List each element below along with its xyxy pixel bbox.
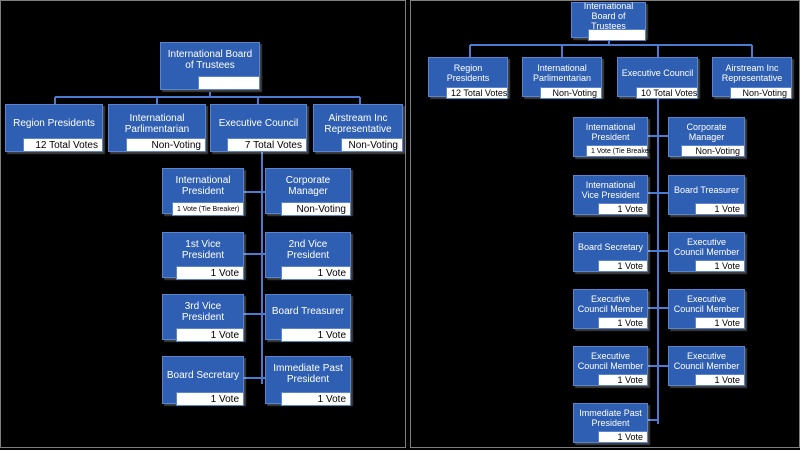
- org-node-board-of-trustees: International Board of Trustees: [160, 42, 260, 90]
- node-vote-label: 1 Vote: [598, 203, 648, 215]
- node-title: Board Treasurer: [271, 306, 345, 318]
- node-vote-label: Non-Voting: [126, 138, 206, 152]
- org-node-executive-council: Executive Council 7 Total Votes: [210, 104, 307, 152]
- node-vote-label: 1 Vote: [695, 374, 745, 386]
- node-title: International Parlimentarian: [532, 62, 592, 83]
- node-vote-label: 1 Vote: [281, 328, 351, 342]
- node-vote-label: 1 Vote: [176, 328, 244, 342]
- org-node-corporate-manager: Corporate Manager Non-Voting: [265, 168, 351, 216]
- org-node-immediate-past-president: Immediate Past President 1 Vote: [265, 356, 351, 406]
- org-node-3rd-vice-president: 3rd Vice President 1 Vote: [162, 294, 244, 342]
- node-vote-label: 1 Vote: [281, 266, 351, 280]
- node-title: International President: [175, 174, 231, 197]
- node-vote-label: 12 Total Votes: [23, 138, 103, 152]
- node-title: International Board of Trustees: [167, 48, 253, 71]
- node-vote-label: 1 Vote: [695, 317, 745, 329]
- node-title: Board Treasurer: [673, 184, 740, 195]
- org-node-1st-vice-president: 1st Vice President 1 Vote: [162, 232, 244, 280]
- node-title: 1st Vice President: [181, 238, 225, 261]
- org-node-board-secretary: Board Secretary 1 Vote: [162, 356, 244, 406]
- org-node-international-president: International President 1 Vote (Tie Brea…: [573, 117, 653, 157]
- node-vote-label: 1 Vote: [598, 317, 648, 329]
- node-title: Executive Council Member: [577, 293, 644, 314]
- node-title: Immediate Past President: [579, 407, 642, 428]
- node-title: Board Secretary: [166, 370, 240, 382]
- node-vote-label: 7 Total Votes: [227, 138, 307, 152]
- node-title: Executive Council Member: [577, 350, 644, 371]
- node-vote-label: Non-Voting: [730, 87, 792, 99]
- node-vote-label: 1 Vote: [695, 260, 745, 272]
- org-node-executive-council-member: Executive Council Member 1 Vote: [573, 289, 648, 329]
- org-node-parliamentarian: International Parlimentarian Non-Voting: [108, 104, 206, 152]
- org-node-executive-council-member: Executive Council Member 1 Vote: [668, 346, 745, 386]
- node-title: Board Secretary: [577, 241, 644, 252]
- node-vote-label: 1 Vote: [176, 266, 244, 280]
- org-node-immediate-past-president: Immediate Past President 1 Vote: [573, 403, 648, 443]
- org-node-board-treasurer: Board Treasurer 1 Vote: [668, 175, 745, 215]
- node-title: Executive Council Member: [673, 350, 740, 371]
- node-vote-label: Non-Voting: [681, 145, 745, 157]
- org-node-executive-council-member: Executive Council Member 1 Vote: [573, 346, 648, 386]
- node-title: Executive Council Member: [673, 236, 740, 257]
- node-title: Executive Council: [218, 118, 299, 130]
- node-title: International President: [585, 121, 636, 142]
- node-title: Airstream Inc Representative: [721, 62, 783, 83]
- node-vote-label: 1 Vote: [695, 203, 745, 215]
- node-vote-label: 1 Vote: [176, 392, 244, 406]
- org-node-executive-council-member: Executive Council Member 1 Vote: [668, 289, 745, 329]
- org-node-executive-council: Executive Council 10 Total Votes: [617, 57, 698, 99]
- node-title: International Board of Trustees: [583, 0, 634, 32]
- node-vote-label: 12 Total Votes: [446, 87, 508, 99]
- org-node-airstream-rep: Airstream Inc Representative Non-Voting: [313, 104, 403, 152]
- org-node-international-vice-president: International Vice President 1 Vote: [573, 175, 648, 215]
- node-sub-box: [588, 29, 646, 41]
- node-vote-label: 1 Vote: [598, 260, 648, 272]
- node-title: Immediate Past President: [273, 362, 343, 385]
- node-title: Airstream Inc Representative: [324, 112, 392, 135]
- node-vote-label: 1 Vote: [281, 392, 351, 406]
- org-node-board-of-trustees: International Board of Trustees: [571, 0, 646, 41]
- node-title: Corporate Manager: [285, 174, 331, 197]
- node-vote-label: Non-Voting: [341, 138, 403, 152]
- org-node-board-treasurer: Board Treasurer 1 Vote: [265, 294, 351, 342]
- node-vote-label: 1 Vote (Tie Breaker): [586, 145, 653, 157]
- node-vote-label: Non-Voting: [540, 87, 602, 99]
- node-vote-label: 1 Vote: [598, 374, 648, 386]
- node-title: International Parlimentarian: [124, 112, 190, 135]
- org-node-2nd-vice-president: 2nd Vice President 1 Vote: [265, 232, 351, 280]
- org-node-executive-council-member: Executive Council Member 1 Vote: [668, 232, 745, 272]
- node-title: Corporate Manager: [686, 121, 727, 142]
- node-vote-label: 1 Vote (Tie Breaker): [172, 202, 244, 216]
- org-node-region-presidents: Region Presidents 12 Total Votes: [428, 57, 508, 99]
- node-title: 3rd Vice President: [181, 300, 225, 323]
- org-node-parliamentarian: International Parlimentarian Non-Voting: [522, 57, 602, 99]
- org-node-international-president: International President 1 Vote (Tie Brea…: [162, 168, 244, 216]
- org-node-corporate-manager: Corporate Manager Non-Voting: [668, 117, 745, 157]
- org-node-region-presidents: Region Presidents 12 Total Votes: [5, 104, 103, 152]
- node-vote-label: 1 Vote: [598, 431, 648, 443]
- node-title: Executive Council: [621, 67, 694, 78]
- org-node-board-secretary: Board Secretary 1 Vote: [573, 232, 648, 272]
- node-sub-box: [198, 76, 260, 90]
- node-vote-label: Non-Voting: [281, 202, 351, 216]
- node-title: 2nd Vice President: [286, 238, 330, 261]
- node-title: Executive Council Member: [673, 293, 740, 314]
- org-node-airstream-rep: Airstream Inc Representative Non-Voting: [712, 57, 792, 99]
- node-title: Region Presidents: [13, 118, 95, 130]
- node-title: International Vice President: [581, 179, 640, 200]
- node-vote-label: 10 Total Votes: [636, 87, 698, 99]
- node-title: Region Presidents: [446, 62, 490, 83]
